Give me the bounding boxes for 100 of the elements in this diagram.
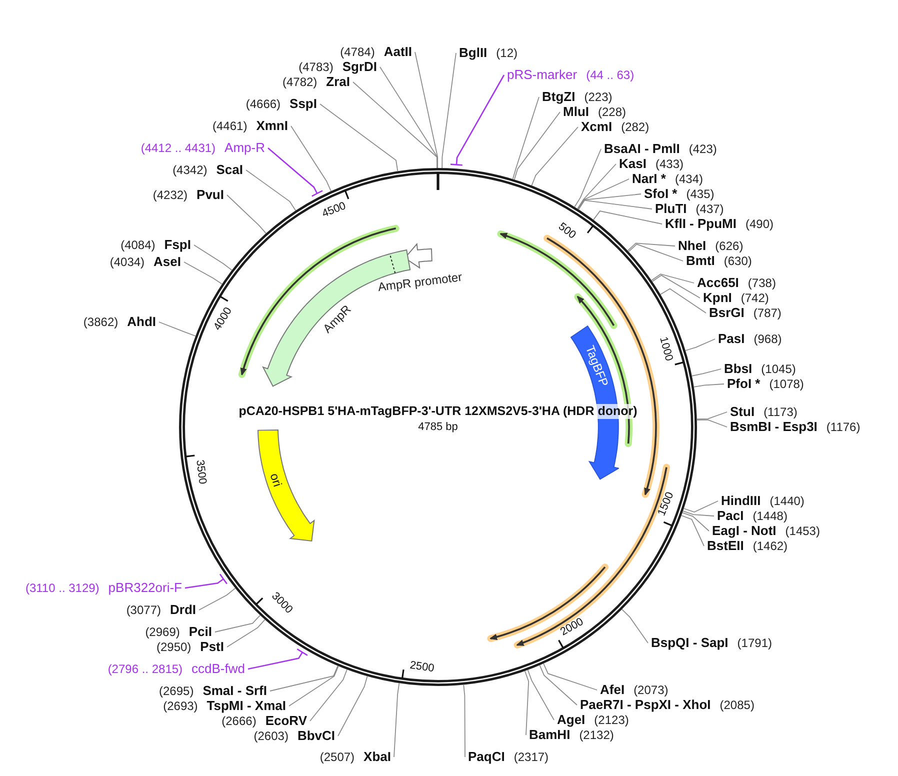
- leader-line: [628, 244, 684, 262]
- leader-line: [246, 170, 296, 212]
- leader-line: [627, 242, 676, 252]
- leader-line: [592, 210, 662, 224]
- leader-line: [651, 274, 694, 284]
- cut-position: (423): [688, 141, 717, 157]
- enzyme-name: EcoRV: [265, 713, 307, 729]
- cut-position: (2693): [163, 698, 198, 714]
- cut-position: (4084): [120, 237, 156, 253]
- enzyme-name: BtgZI: [542, 89, 576, 105]
- leader-line: [693, 384, 724, 388]
- cut-position: (1791): [737, 635, 772, 651]
- cut-position: (2969): [145, 624, 180, 640]
- primer-range: (44 .. 63): [586, 67, 634, 83]
- leader-line: [652, 274, 700, 298]
- cut-position: (968): [754, 331, 782, 347]
- leader-line: [577, 178, 630, 210]
- leader-line: [578, 200, 652, 210]
- leader-line: [226, 619, 266, 648]
- cut-position: (626): [715, 238, 744, 254]
- leader-line: [527, 669, 554, 720]
- cut-position: (2950): [156, 639, 192, 655]
- enzyme-name: PacI: [717, 508, 744, 524]
- enzyme-name: BamHI: [529, 727, 570, 743]
- enzyme-name: NarI *: [632, 171, 666, 187]
- enzyme-name: PaeR7I - PspXI - XhoI: [580, 697, 711, 713]
- enzyme-name: ZraI: [326, 74, 350, 90]
- plasmid-title: pCA20-HSPB1 5'HA-mTagBFP-3'-UTR 12XMS2V5-3'HA (HDR donor): [238, 404, 638, 419]
- leader-line: [691, 368, 722, 376]
- enzyme-name: DrdI: [170, 602, 196, 618]
- leader-line: [290, 126, 332, 192]
- leader-line: [352, 82, 438, 168]
- enzyme-name: AseI: [154, 254, 181, 270]
- leader-line: [574, 148, 602, 208]
- cut-position: (4342): [172, 162, 208, 178]
- enzyme-name: AgeI: [557, 712, 586, 728]
- enzyme-name: AhdI: [127, 314, 156, 330]
- leader-line: [214, 614, 261, 632]
- enzyme-name: TspMI - XmaI: [206, 698, 286, 714]
- enzyme-name: BglII: [459, 45, 488, 61]
- leader-line: [394, 682, 400, 758]
- leader-line: [226, 194, 266, 234]
- cut-position: (1078): [769, 376, 804, 392]
- leader-line: [578, 194, 642, 210]
- leader-line: [514, 112, 560, 180]
- leader-line: [696, 419, 728, 428]
- cut-position: (2507): [320, 749, 355, 765]
- cut-position: (1045): [761, 361, 796, 377]
- scale-label: 4500: [320, 200, 348, 220]
- leader-line: [696, 412, 728, 420]
- leader-line: [512, 96, 540, 180]
- cut-position: (3862): [83, 314, 118, 330]
- cut-position: (4782): [282, 74, 318, 90]
- cut-position: (223): [584, 89, 612, 105]
- leader-line: [531, 126, 578, 186]
- leader-line: [621, 608, 648, 644]
- leader-line: [320, 104, 398, 172]
- scale-label: 2000: [558, 616, 586, 639]
- primer-range: (4412 .. 4431): [140, 140, 216, 156]
- enzyme-name: SfoI *: [644, 186, 678, 202]
- leader-line: [338, 676, 368, 736]
- cut-position: (1440): [770, 493, 804, 509]
- enzyme-name: BbvCI: [297, 728, 335, 744]
- cut-position: (433): [655, 156, 684, 172]
- cut-position: (4461): [212, 118, 248, 134]
- enzyme-name: AfeI: [600, 682, 625, 698]
- leader-line: [660, 288, 706, 314]
- primer-range: (2796 .. 2815): [108, 661, 183, 677]
- scale-label: 500: [556, 220, 578, 242]
- enzyme-name: StuI: [730, 404, 755, 420]
- leader-line: [450, 74, 505, 166]
- cut-position: (1453): [785, 523, 820, 539]
- enzyme-name: BsrGI: [709, 305, 744, 321]
- cut-position: (1173): [764, 404, 798, 420]
- enzyme-name: PvuI: [196, 187, 224, 203]
- enzyme-name: AatII: [384, 44, 412, 60]
- leader-line: [198, 588, 236, 610]
- enzyme-name: BmtI: [686, 253, 715, 269]
- enzyme-name: SspI: [290, 96, 317, 112]
- enzyme-name: XcmI: [581, 119, 612, 135]
- cut-position: (437): [696, 201, 724, 217]
- plasmid-size: 4785 bp: [418, 421, 458, 434]
- enzyme-name: XmnI: [256, 118, 288, 134]
- cut-position: (1448): [752, 508, 788, 524]
- feature-label: ori: [268, 471, 286, 488]
- enzyme-name: XbaI: [364, 749, 391, 765]
- primer-range: (3110 .. 3129): [25, 580, 100, 596]
- leader-line: [267, 147, 324, 197]
- leader-line: [539, 664, 578, 706]
- cut-position: (2695): [159, 683, 194, 699]
- leader-line: [682, 512, 710, 532]
- scale-label: 1000: [657, 335, 675, 362]
- leader-line: [524, 670, 530, 736]
- primer-name: pBR322ori-F: [108, 580, 182, 596]
- enzyme-name: BbsI: [724, 361, 752, 377]
- leader-line: [288, 666, 339, 706]
- cut-position: (4232): [152, 187, 188, 203]
- enzyme-name: BsaAI - PmlI: [604, 141, 680, 157]
- cut-position: (742): [740, 290, 769, 306]
- enzyme-name: PfoI *: [727, 376, 760, 392]
